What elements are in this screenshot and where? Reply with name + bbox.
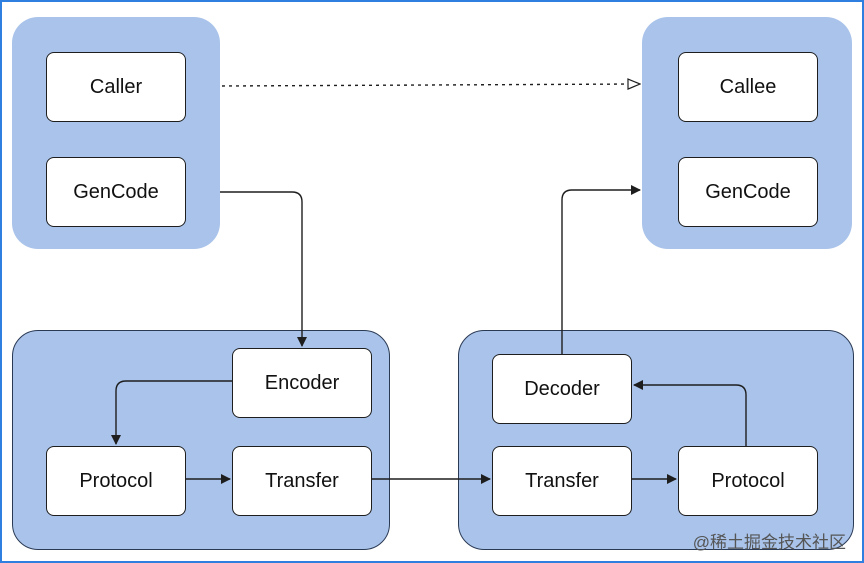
client-protocol-label: Protocol: [79, 469, 153, 492]
decoder-gencode-arrow: [561, 185, 641, 354]
callee-box: Callee: [678, 52, 818, 122]
watermark: @稀土掘金技术社区: [692, 533, 846, 552]
client-protocol-box: Protocol: [46, 446, 186, 516]
caller-gencode-label: GenCode: [73, 180, 159, 203]
caller-label: Caller: [89, 75, 143, 98]
encoder-label: Encoder: [264, 371, 340, 394]
decoder-box: Decoder: [492, 354, 632, 424]
encoder-box: Encoder: [232, 348, 372, 418]
client-transfer-label: Transfer: [265, 469, 339, 492]
callee-label: Callee: [719, 75, 777, 98]
server-protocol-box: Protocol: [678, 446, 818, 516]
decoder-label: Decoder: [524, 377, 600, 400]
caller-box: Caller: [46, 52, 186, 122]
gencode-encoder-arrow: [220, 191, 307, 347]
server-transfer-label: Transfer: [525, 469, 599, 492]
caller-callee-dashed-arrow: [221, 84, 640, 86]
client-transfer-box: Transfer: [232, 446, 372, 516]
server-transfer-box: Transfer: [492, 446, 632, 516]
callee-gencode-label: GenCode: [705, 180, 791, 203]
server-protocol-label: Protocol: [711, 469, 785, 492]
callee-gencode-box: GenCode: [678, 157, 818, 227]
protocol-decoder-arrow: [633, 380, 747, 446]
encoder-protocol-arrow: [111, 380, 232, 445]
caller-gencode-box: GenCode: [46, 157, 186, 227]
